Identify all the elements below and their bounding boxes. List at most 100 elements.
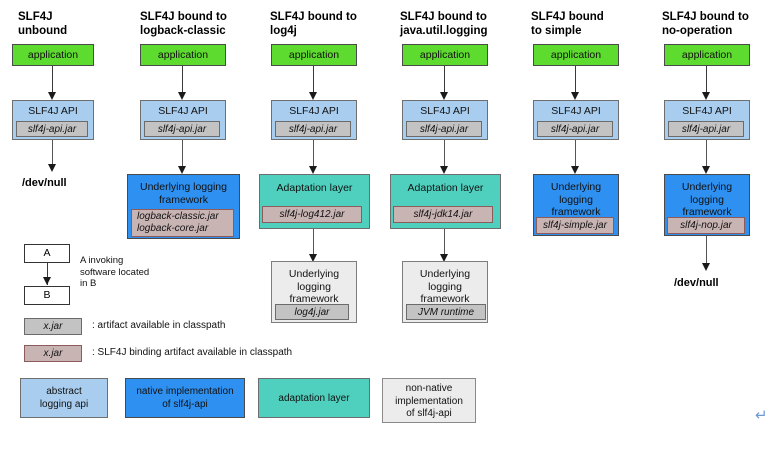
- arrow-impl-to-devnull-nop: [706, 236, 707, 268]
- return-arrow-icon: ↵: [755, 407, 768, 424]
- arrow-api-to-impl-simple: [575, 140, 576, 172]
- arrow-app-to-api-nop: [706, 66, 707, 96]
- box-label: Underlying logging framework: [419, 268, 471, 305]
- arrow-head-icon: [309, 254, 317, 262]
- arrow-head-icon: [440, 92, 448, 100]
- box-underlying-framework-logback: Underlying logging framework logback-cla…: [127, 174, 240, 239]
- box-adaptation-layer-jul: Adaptation layer slf4j-jdk14.jar: [390, 174, 501, 229]
- arrow-api-to-adapter-jul: [444, 140, 445, 172]
- arrow-head-icon: [43, 277, 51, 285]
- arrow-api-to-impl-logback: [182, 140, 183, 172]
- legend-swatch-non-native-implementation: non-native implementation of slf4j-api: [382, 378, 476, 423]
- box-slf4j-api-jul: SLF4J API slf4j-api.jar: [402, 100, 488, 140]
- box-slf4j-api-log4j: SLF4J API slf4j-api.jar: [271, 100, 357, 140]
- legend-box-a: A: [24, 244, 70, 263]
- box-label: application: [419, 49, 471, 61]
- box-label: Adaptation layer: [407, 182, 484, 194]
- box-label: application: [681, 49, 733, 61]
- jar-chip-slf4j-api: slf4j-api.jar: [144, 121, 220, 137]
- arrow-head-icon: [48, 164, 56, 172]
- arrow-head-icon: [440, 166, 448, 174]
- box-application-logback: application: [140, 44, 226, 66]
- arrow-head-icon: [309, 92, 317, 100]
- legend-jar-chip-binding: x.jar: [24, 345, 82, 362]
- column-title-log4j: SLF4J bound to log4j: [270, 11, 357, 37]
- box-application-log4j: application: [271, 44, 357, 66]
- box-label: SLF4J API: [420, 105, 470, 117]
- box-label: Underlying logging framework: [288, 268, 340, 305]
- jar-chip-slf4j-api: slf4j-api.jar: [16, 121, 88, 137]
- jar-chip-slf4j-api: slf4j-api.jar: [668, 121, 744, 137]
- arrow-adapter-to-impl-log4j: [313, 229, 314, 259]
- column-title-no-operation: SLF4J bound to no-operation: [662, 11, 749, 37]
- column-title-logback-classic: SLF4J bound to logback-classic: [140, 11, 227, 37]
- box-label: application: [27, 49, 79, 61]
- legend-swatch-label: non-native implementation of slf4j-api: [395, 383, 463, 419]
- jar-chip-log4j: log4j.jar: [275, 304, 349, 320]
- legend-swatch-label: native implementation of slf4j-api: [136, 386, 234, 410]
- legend-box-b: B: [24, 286, 70, 305]
- arrow-head-icon: [571, 92, 579, 100]
- jar-chip-logback: logback-classic.jar logback-core.jar: [131, 209, 234, 237]
- box-application-nop: application: [664, 44, 750, 66]
- arrow-app-to-api-simple: [575, 66, 576, 96]
- terminal-devnull-unbound: /dev/null: [22, 177, 67, 189]
- box-application-jul: application: [402, 44, 488, 66]
- terminal-devnull-nop: /dev/null: [674, 277, 719, 289]
- jar-chip-slf4j-log4j12: slf4j-log412.jar: [262, 206, 362, 223]
- column-title-java-util-logging: SLF4J bound to java.util.logging: [400, 11, 488, 37]
- box-label: SLF4J API: [28, 105, 78, 117]
- arrow-api-to-devnull-unbound: [52, 140, 53, 168]
- jar-chip-slf4j-nop: slf4j-nop.jar: [667, 217, 745, 234]
- box-slf4j-api-nop: SLF4J API slf4j-api.jar: [664, 100, 750, 140]
- box-application-simple: application: [533, 44, 619, 66]
- box-label: SLF4J API: [158, 105, 208, 117]
- arrow-head-icon: [178, 166, 186, 174]
- box-label: Adaptation layer: [276, 182, 353, 194]
- arrow-head-icon: [702, 92, 710, 100]
- legend-swatch-adaptation-layer: adaptation layer: [258, 378, 370, 418]
- box-underlying-framework-nop: Underlying logging framework slf4j-nop.j…: [664, 174, 750, 236]
- arrow-head-icon: [178, 92, 186, 100]
- arrow-head-icon: [309, 166, 317, 174]
- arrow-head-icon: [571, 166, 579, 174]
- jar-chip-slf4j-simple: slf4j-simple.jar: [536, 217, 614, 234]
- box-application-unbound: application: [12, 44, 94, 66]
- legend-jar-caption-binding: : SLF4J binding artifact available in cl…: [92, 347, 293, 358]
- box-adaptation-layer-log4j: Adaptation layer slf4j-log412.jar: [259, 174, 370, 229]
- arrow-app-to-api-jul: [444, 66, 445, 96]
- arrow-app-to-api-logback: [182, 66, 183, 96]
- arrow-api-to-adapter-log4j: [313, 140, 314, 172]
- box-label: Underlying logging framework: [140, 181, 227, 206]
- box-label: application: [157, 49, 209, 61]
- column-title-simple: SLF4J bound to simple: [531, 11, 604, 37]
- box-label: SLF4J API: [551, 105, 601, 117]
- box-slf4j-api-logback: SLF4J API slf4j-api.jar: [140, 100, 226, 140]
- box-label: application: [288, 49, 340, 61]
- arrow-head-icon: [440, 254, 448, 262]
- column-title-unbound: SLF4J unbound: [18, 11, 68, 37]
- arrow-api-to-impl-nop: [706, 140, 707, 172]
- legend-arrow-a-to-b: [47, 263, 48, 285]
- box-label: Underlying logging framework: [681, 181, 733, 218]
- box-label: application: [550, 49, 602, 61]
- legend-jar-chip-plain: x.jar: [24, 318, 82, 335]
- legend-swatch-label: abstract logging api: [39, 386, 89, 410]
- jar-chip-jvm-runtime: JVM runtime: [406, 304, 486, 320]
- box-label: SLF4J API: [682, 105, 732, 117]
- jar-chip-slf4j-api: slf4j-api.jar: [406, 121, 482, 137]
- box-underlying-framework-jul: Underlying logging framework JVM runtime: [402, 261, 488, 323]
- arrow-head-icon: [702, 166, 710, 174]
- arrow-head-icon: [702, 263, 710, 271]
- jar-chip-slf4j-api: slf4j-api.jar: [537, 121, 613, 137]
- legend-swatch-label: adaptation layer: [278, 393, 350, 404]
- legend-invocation-caption: A invoking software located in B: [80, 255, 150, 289]
- box-underlying-framework-log4j: Underlying logging framework log4j.jar: [271, 261, 357, 323]
- box-label: SLF4J API: [289, 105, 339, 117]
- jar-chip-slf4j-jdk14: slf4j-jdk14.jar: [393, 206, 493, 223]
- arrow-head-icon: [48, 92, 56, 100]
- legend-jar-caption-plain: : artifact available in classpath: [92, 320, 226, 331]
- arrow-adapter-to-impl-jul: [444, 229, 445, 259]
- legend-swatch-native-implementation: native implementation of slf4j-api: [125, 378, 245, 418]
